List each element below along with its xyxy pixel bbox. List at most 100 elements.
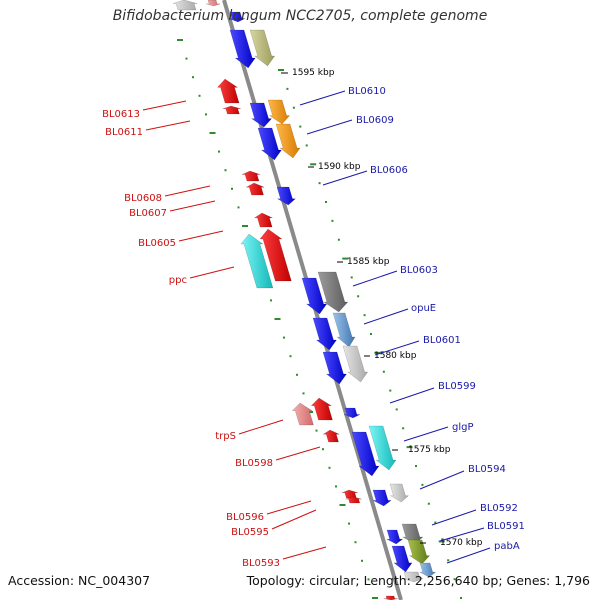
gene-label-bl0603[interactable]: BL0603 [400,265,438,276]
gene-feature-reverse[interactable] [259,228,292,282]
track-tick [231,187,233,190]
kbp-tick-label: 1585 kbp [347,257,390,267]
gene-feature-reverse[interactable] [206,0,221,7]
gene-feature-forward[interactable] [228,11,246,23]
gene-label-glgp[interactable]: glgP [452,422,474,433]
kbp-tick-1575: 1575 kbp [392,445,451,455]
gene-feature-forward[interactable] [343,407,361,419]
track-tick [395,408,398,411]
track-tick [382,370,385,373]
gene-label-bl0606[interactable]: BL0606 [370,165,408,176]
gene-label-bl0592[interactable]: BL0592 [480,503,518,514]
track-tick [299,125,302,128]
gene-feature-reverse[interactable] [241,170,261,182]
gene-feature-other[interactable] [389,483,410,503]
gene-feature-forward[interactable] [229,29,256,69]
gene-feature-other[interactable] [240,233,274,289]
gene-feature-other[interactable] [342,345,369,383]
gene-feature-reverse[interactable] [345,496,362,504]
gene-feature-forward[interactable] [276,186,297,206]
kbp-tick-label: 1595 kbp [292,68,335,78]
gene-label-bl0593[interactable]: BL0593 [242,558,280,569]
gene-feature-reverse[interactable] [222,105,241,115]
track-tick [335,485,337,488]
gene-label-bl0599[interactable]: BL0599 [438,381,476,392]
gene-feature-other[interactable] [402,571,424,583]
track-tick [438,540,445,543]
track-tick [292,106,295,109]
gene-feature-forward[interactable] [322,351,347,385]
track-tick [209,132,216,134]
left-gene-labels: BL0613 BL0611 BL0608 BL0607 BL0605 ppc t… [102,100,327,569]
gene-label-paba[interactable]: pabA [494,541,520,552]
gene-feature-other[interactable] [275,123,301,159]
gene-feature-other[interactable] [368,425,397,471]
gene-label-bl0595[interactable]: BL0595 [231,527,269,538]
gene-label-bl0613[interactable]: BL0613 [102,109,140,120]
kbp-tick-label: 1590 kbp [318,162,361,172]
gene-label-bl0596[interactable]: BL0596 [226,512,264,523]
track-tick [354,541,357,544]
gene-label-ppc[interactable]: ppc [169,275,187,286]
left-track-ticks [177,39,378,599]
track-tick [185,57,188,60]
gene-label-bl0598[interactable]: BL0598 [235,458,273,469]
gene-feature-reverse[interactable] [341,489,358,499]
gene-feature-forward[interactable] [386,529,404,545]
gene-feature-forward[interactable] [372,489,392,507]
track-tick [370,333,372,335]
gene-feature-forward[interactable] [257,127,282,161]
track-tick [374,351,381,354]
gene-feature-reverse[interactable] [246,182,265,196]
gene-label-bl0610[interactable]: BL0610 [348,86,386,97]
track-tick [342,257,349,260]
kbp-tick-1580: 1580 kbp [364,351,417,361]
gene-label-opue[interactable]: opuE [411,303,436,314]
track-tick [427,502,430,505]
track-tick [460,597,462,599]
gene-feature-forward[interactable] [391,545,413,573]
gene-feature-forward[interactable] [312,317,337,351]
kbp-tick-1595: 1595 kbp [281,68,335,78]
track-tick [198,94,201,97]
gene-feature-forward[interactable] [249,102,273,128]
track-tick [315,429,318,432]
gene-label-bl0611[interactable]: BL0611 [105,127,143,138]
gene-feature-reverse[interactable] [216,78,240,104]
gene-label-bl0601[interactable]: BL0601 [423,335,461,346]
gene-feature-other[interactable] [267,99,291,125]
gene-label-bl0591[interactable]: BL0591 [487,521,525,532]
gene-feature-forward[interactable] [351,431,380,477]
gene-feature-reverse[interactable] [253,212,273,228]
track-tick [357,295,360,298]
gene-feature-other[interactable] [317,271,349,313]
track-tick [350,276,353,279]
track-tick [348,522,350,525]
kbp-tick-1570: 1570 kbp [420,538,483,548]
track-tick [283,336,285,339]
gene-feature-forward[interactable] [301,277,328,315]
gene-feature-pseudo[interactable] [172,0,198,11]
track-tick [310,163,317,166]
track-tick [289,355,292,358]
right-track-ticks [278,69,462,599]
gene-feature-reverse[interactable] [291,402,314,426]
gene-feature-other[interactable] [419,562,437,578]
gene-label-trps[interactable]: trpS [215,431,236,442]
gene-label-bl0607[interactable]: BL0607 [129,208,167,219]
track-tick [372,597,378,599]
gene-label-bl0608[interactable]: BL0608 [124,193,162,204]
gene-feature-other[interactable] [332,312,356,348]
gene-feature-reverse[interactable] [383,595,398,600]
track-tick [192,76,194,79]
gene-feature-other[interactable] [407,539,431,565]
track-tick [406,446,413,449]
gene-feature-reverse[interactable] [322,429,340,443]
gene-label-bl0605[interactable]: BL0605 [138,238,176,249]
gene-feature-other[interactable] [249,29,276,67]
gene-label-bl0594[interactable]: BL0594 [468,464,506,475]
track-tick [296,373,298,376]
track-tick [274,318,281,320]
gene-label-bl0609[interactable]: BL0609 [356,115,394,126]
gene-feature-reverse[interactable] [310,397,333,421]
